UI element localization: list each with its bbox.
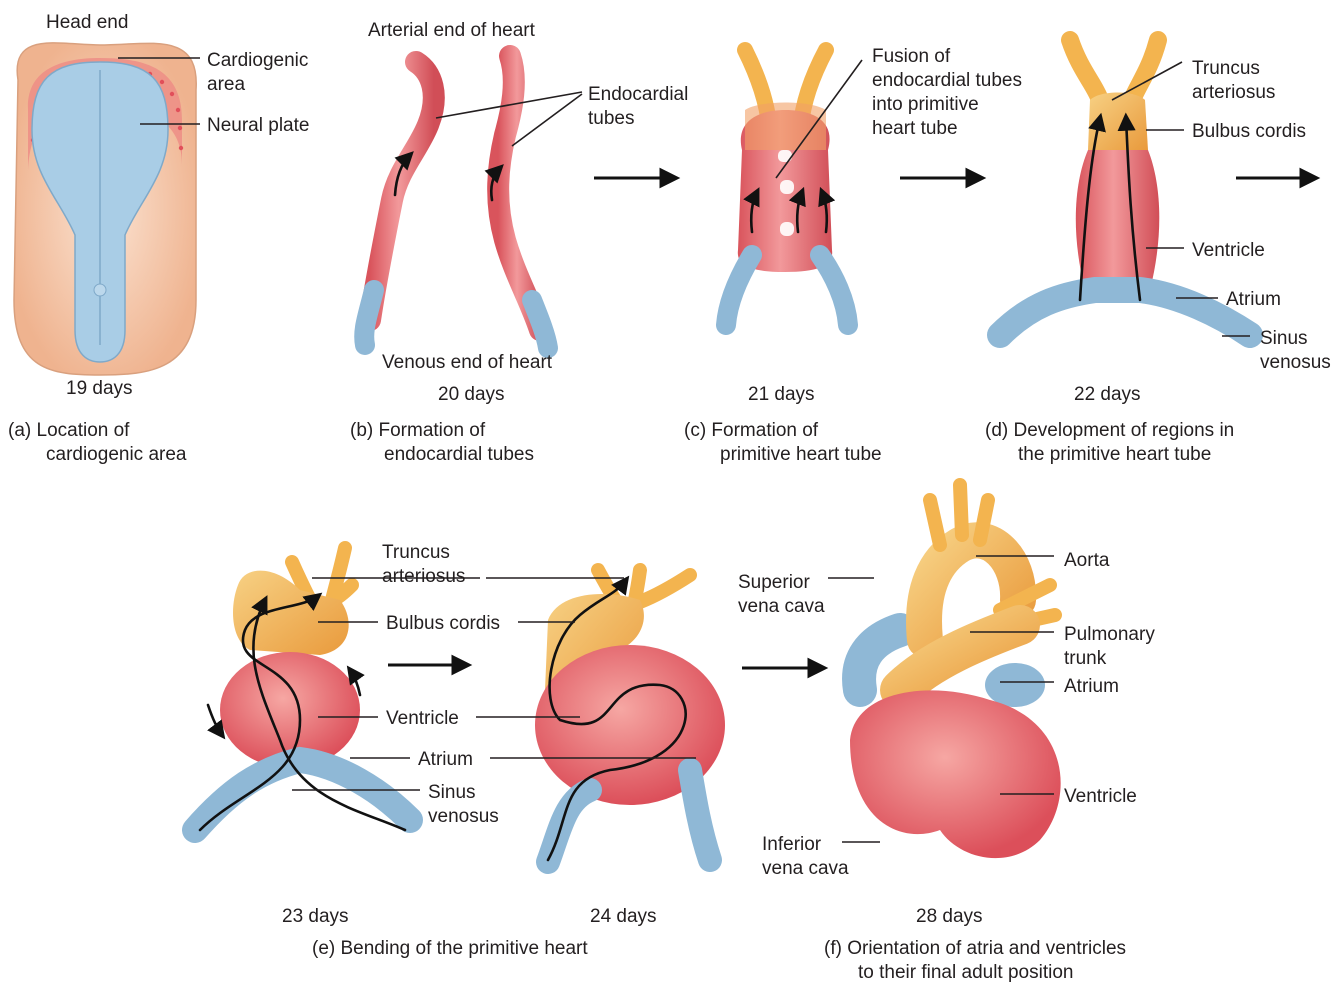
aorta-label: Aorta	[1064, 550, 1110, 571]
cardiogenic-label-2: area	[207, 74, 245, 95]
caption-line-2: to their final adult position	[858, 962, 1073, 983]
truncus-label: Truncus	[382, 542, 450, 563]
days-label: 21 days	[748, 384, 815, 405]
panel-f: Superior vena cava Aorta Pulmonary trunk…	[738, 485, 1155, 983]
caption-line-1: (f) Orientation of atria and ventricles	[824, 938, 1126, 959]
superior-vena-cava-label-2: vena cava	[738, 596, 825, 617]
inferior-vena-cava-label: Inferior	[762, 834, 822, 855]
superior-vena-cava-label: Superior	[738, 572, 810, 593]
endocardial-label: Endocardial	[588, 84, 688, 105]
pulmonary-trunk-label-2: trunk	[1064, 648, 1107, 669]
adult-heart-illustration	[850, 485, 1061, 890]
endocardial-label-2: tubes	[588, 108, 634, 129]
fusion-label-3: into primitive	[872, 94, 979, 115]
panel-b: Arterial end of heart Endocardial tubes …	[350, 20, 688, 465]
days-label: 23 days	[282, 906, 349, 927]
atrium-label: Atrium	[1226, 289, 1281, 310]
atrium-label: Atrium	[418, 749, 473, 770]
atrium-label: Atrium	[1064, 676, 1119, 697]
embryo-illustration	[14, 43, 196, 375]
days-label: 19 days	[66, 378, 133, 399]
caption-line-1: (c) Formation of	[684, 420, 819, 441]
primitive-heart-tube-illustration	[726, 50, 848, 325]
fusion-label-2: endocardial tubes	[872, 70, 1022, 91]
endocardial-tubes-illustration	[364, 56, 548, 348]
caption-line-2: the primitive heart tube	[1018, 444, 1211, 465]
panel-e: Truncus arteriosus Bulbus cordis Ventric…	[195, 542, 822, 959]
fusion-label: Fusion of	[872, 46, 951, 67]
bending-heart-23-days	[195, 548, 410, 830]
caption: (e) Bending of the primitive heart	[312, 938, 588, 959]
days-label: 22 days	[1074, 384, 1141, 405]
bending-heart-24-days	[535, 570, 725, 862]
panel-c: Fusion of endocardial tubes into primiti…	[684, 46, 1022, 465]
days-label: 20 days	[438, 384, 505, 405]
bulbus-label: Bulbus cordis	[386, 613, 500, 634]
cardiogenic-label: Cardiogenic	[207, 50, 308, 71]
neural-plate-label: Neural plate	[207, 115, 309, 136]
bulbus-label: Bulbus cordis	[1192, 121, 1306, 142]
caption-line-1: (d) Development of regions in	[985, 420, 1234, 441]
days-label: 28 days	[916, 906, 983, 927]
truncus-label-2: arteriosus	[382, 566, 465, 587]
ventricle-label: Ventricle	[386, 708, 459, 729]
head-end-label: Head end	[46, 12, 128, 33]
days-label: 24 days	[590, 906, 657, 927]
sinus-label-2: venosus	[428, 806, 499, 827]
panel-d: Truncus arteriosus Bulbus cordis Ventric…	[985, 40, 1331, 465]
truncus-label: Truncus	[1192, 58, 1260, 79]
inferior-vena-cava-label-2: vena cava	[762, 858, 849, 879]
ventricle-label: Ventricle	[1192, 240, 1265, 261]
sinus-label: Sinus	[1260, 328, 1308, 349]
caption-line-2: cardiogenic area	[46, 444, 187, 465]
panel-a: Head end Cardiogenic area Neural plate 1…	[8, 12, 309, 465]
venous-end-label: Venous end of heart	[382, 352, 553, 373]
caption-line-2: primitive heart tube	[720, 444, 882, 465]
sinus-label-2: venosus	[1260, 352, 1331, 373]
pulmonary-trunk-label: Pulmonary	[1064, 624, 1155, 645]
caption-line-1: (b) Formation of	[350, 420, 486, 441]
ventricle-label: Ventricle	[1064, 786, 1137, 807]
fusion-label-4: heart tube	[872, 118, 958, 139]
caption-line-1: (a) Location of	[8, 420, 130, 441]
arterial-end-label: Arterial end of heart	[368, 20, 536, 41]
sinus-label: Sinus	[428, 782, 476, 803]
caption-line-2: endocardial tubes	[384, 444, 534, 465]
truncus-label-2: arteriosus	[1192, 82, 1275, 103]
